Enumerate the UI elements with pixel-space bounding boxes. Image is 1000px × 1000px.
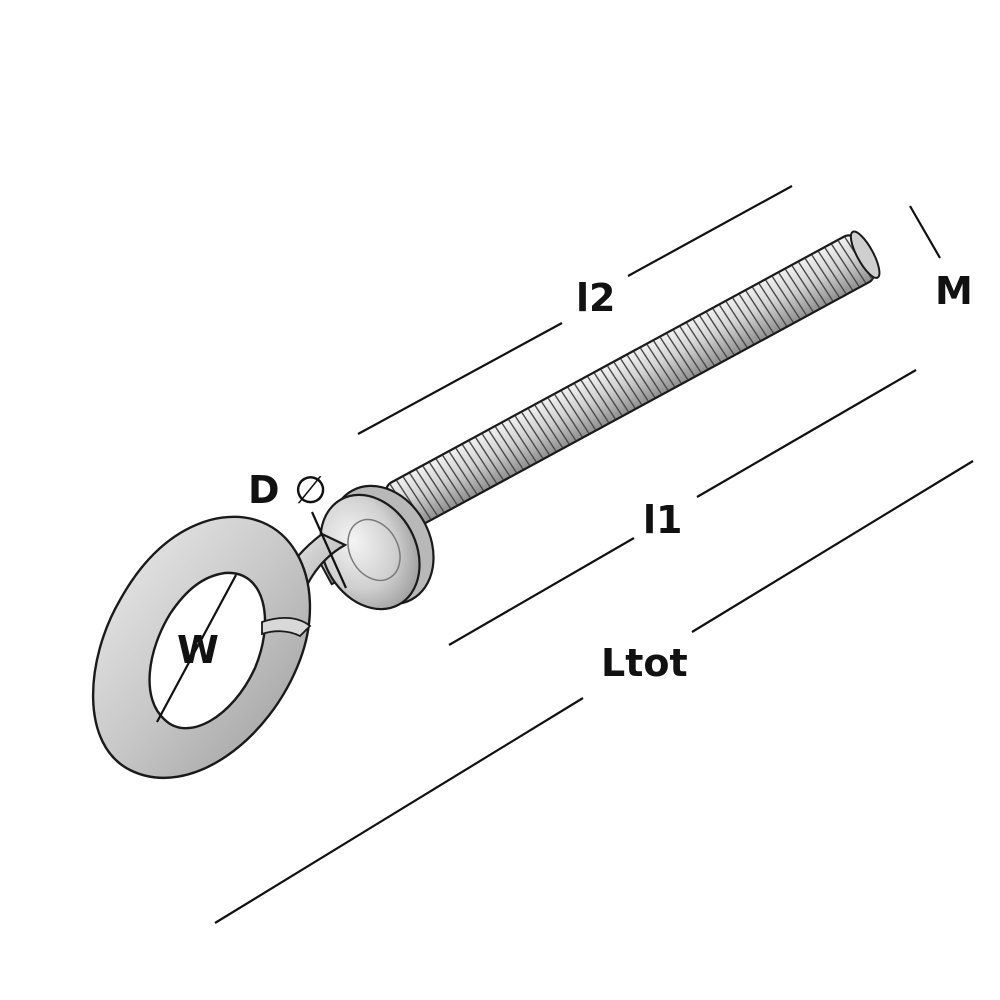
thread-ridge xyxy=(541,401,570,445)
thread-ridge xyxy=(692,319,722,363)
thread-ridge xyxy=(666,333,695,377)
thread-ridge xyxy=(587,376,616,420)
dim-line-m xyxy=(909,205,941,259)
thread-ridge xyxy=(738,294,768,337)
thread-ridge xyxy=(791,265,821,309)
dim-line-ltot-lower xyxy=(214,697,584,924)
thread-ridge xyxy=(554,394,583,438)
thread-ridge xyxy=(758,283,788,327)
thread-ridge xyxy=(811,254,840,298)
thread-ridge xyxy=(402,476,432,520)
label-l1: l1 xyxy=(643,498,682,542)
diameter-symbol: ∅ xyxy=(294,468,327,512)
dim-line-l1-lower xyxy=(448,537,635,646)
thread-ridge xyxy=(705,312,735,355)
thread-ridge xyxy=(752,287,781,330)
thread-ridge xyxy=(488,430,517,473)
thread-ridge xyxy=(626,354,656,398)
thread-ridge xyxy=(804,258,834,302)
label-m: M xyxy=(935,269,973,313)
thread-ridge xyxy=(613,362,643,405)
thread-ridge xyxy=(745,290,774,334)
thread-ridge xyxy=(494,426,524,470)
thread-ridge xyxy=(442,455,471,498)
thread-ridge xyxy=(639,347,669,391)
thread-ridge xyxy=(415,469,445,513)
thread-ridge xyxy=(409,473,438,516)
thread-ridge xyxy=(672,329,702,373)
thread-ridge xyxy=(719,304,748,348)
dim-line-ltot-upper xyxy=(691,460,974,633)
dim-line-w xyxy=(156,574,237,723)
dim-line-l2-lower xyxy=(357,322,563,435)
dim-line-l2-upper xyxy=(627,185,793,277)
thread-ridge xyxy=(547,397,577,441)
thread-ridge xyxy=(817,251,847,295)
thread-ridge xyxy=(765,279,794,323)
thread-ridge xyxy=(501,422,531,466)
label-d: D xyxy=(248,468,280,512)
thread-ridge xyxy=(527,408,557,452)
thread-ridge xyxy=(514,415,544,459)
thread-ridge xyxy=(771,276,801,320)
label-l2: l2 xyxy=(576,276,615,320)
thread-ridge xyxy=(429,462,458,506)
thread-ridge xyxy=(521,412,550,456)
thread-ridge xyxy=(620,358,649,402)
thread-ridge xyxy=(798,261,827,305)
thread-ridge xyxy=(481,433,511,477)
thread-ridge xyxy=(600,369,629,413)
thread-ridge xyxy=(686,322,715,366)
thread-ridge xyxy=(462,444,491,488)
thread-ridge xyxy=(567,387,597,431)
thread-ridge xyxy=(725,301,755,345)
dimension-lines xyxy=(156,185,974,924)
thread-ridge xyxy=(593,372,623,416)
dim-line-d xyxy=(310,511,348,589)
eye-ring xyxy=(91,515,312,780)
thread-ridge xyxy=(422,465,452,509)
thread-ridge xyxy=(824,247,854,291)
label-w: W xyxy=(177,628,219,672)
thread-ridge xyxy=(837,240,867,284)
thread-ridge xyxy=(712,308,742,352)
thread-ridge xyxy=(784,269,814,312)
thread-ridge xyxy=(659,337,689,380)
thread-ridge xyxy=(560,390,590,434)
thread-ridge xyxy=(574,383,603,427)
label-ltot: Ltot xyxy=(601,641,688,685)
thread-ridge xyxy=(448,451,478,495)
dim-line-l1-upper xyxy=(696,369,917,498)
thread-ridge xyxy=(468,440,498,484)
thread-ridge xyxy=(508,419,537,463)
thread-ridge xyxy=(534,405,564,448)
thread-ridge xyxy=(679,326,709,370)
dimension-labels: l2 M D ∅ W l1 Ltot xyxy=(177,269,973,685)
thread-ridge xyxy=(831,244,860,287)
thread-ridge xyxy=(778,272,807,316)
thread-ridge xyxy=(455,448,484,491)
thread-lines xyxy=(389,236,873,527)
thread-ridge xyxy=(475,437,504,481)
thread-ridge xyxy=(732,297,761,341)
thread-ridge xyxy=(653,340,682,384)
thread-ridge xyxy=(580,380,610,423)
thread-ridge xyxy=(607,365,636,409)
thread-ridge xyxy=(646,344,676,388)
washer-collar xyxy=(319,484,435,611)
thread-ridge xyxy=(435,458,465,502)
thread-ridge xyxy=(633,351,662,395)
threaded-rod xyxy=(385,230,881,531)
thread-ridge xyxy=(699,315,728,359)
